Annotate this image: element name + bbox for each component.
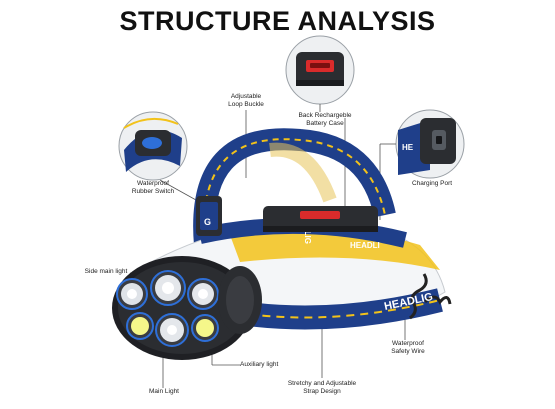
loop-buckle: G [196,196,222,236]
main-light-label: Main Light [149,388,179,395]
strap-label: Stretchy and Adjustable Strap Design [287,380,357,395]
charging-port-detail-circle: HE [395,109,465,179]
side-main-light [116,278,148,310]
battery-case-label: Back Rechargeble Battery Case [298,112,352,127]
main-light-top-right [187,278,219,310]
strap-text-side: HEADLI [350,241,380,250]
lamp-head [112,256,262,360]
battery-case [263,206,378,232]
svg-text:HE: HE [402,143,414,152]
main-light-top-left [150,270,186,306]
aux-light-label: Auxiliary light [240,361,279,368]
wire-label: Waterproof Safety Wire [391,340,425,355]
side-light-label: Side main light [84,268,128,275]
page-title: STRUCTURE ANALYSIS [119,6,436,36]
main-light-bottom [155,313,189,347]
switch-label: Waterproof Rubber Switch [131,180,175,195]
svg-text:G: G [204,217,211,227]
auxiliary-light-right [191,314,219,342]
auxiliary-light-left [126,312,154,340]
buckle-label: Adjustable Loop Buckle [228,93,264,108]
rubber-switch-detail-circle [118,111,188,181]
battery-case-detail-circle [285,35,355,105]
charging-port-label: Charging Port [411,180,453,187]
